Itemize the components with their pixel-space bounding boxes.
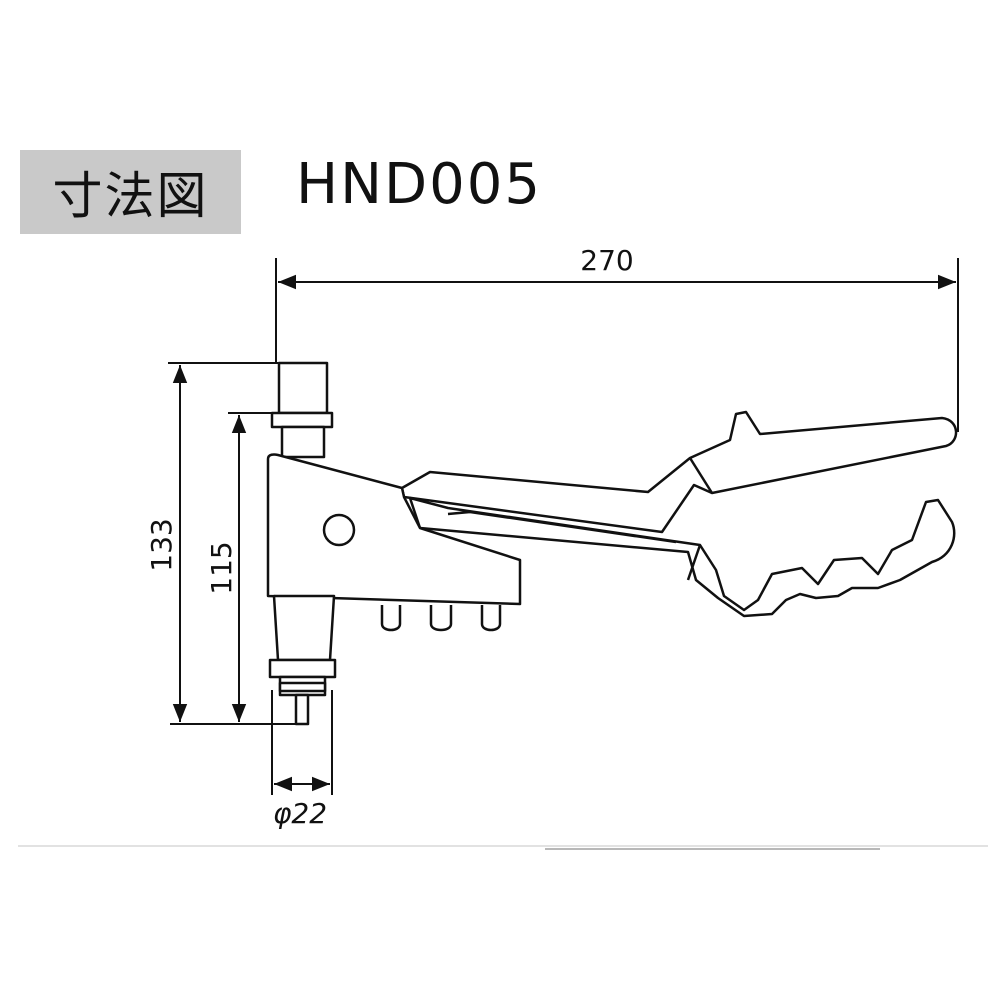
bottom-collar (268, 658, 337, 679)
inner-link (447, 510, 677, 544)
lower-handle (408, 496, 956, 618)
lower-handle-grip-line (686, 544, 702, 581)
model-number: HND005 (296, 152, 543, 217)
lower-body (272, 594, 336, 662)
upper-handle-grip-line (688, 457, 714, 494)
upper-handle (400, 410, 958, 534)
mandrel (294, 693, 310, 726)
dim-text-133: 133 (145, 518, 178, 571)
pivot-pin (322, 513, 356, 547)
dim-text-270: 270 (580, 244, 633, 277)
spare-nozzle-3 (480, 605, 502, 632)
dim-text-115: 115 (205, 541, 238, 594)
nosepiece-neck (280, 425, 326, 459)
spare-nozzle-1 (380, 605, 402, 632)
nosepiece-collar (270, 411, 334, 429)
spare-nozzle-2 (429, 605, 453, 632)
section-label-box: 寸法図 (20, 150, 241, 234)
bottom-plate (278, 681, 327, 693)
dim-text-dia: φ22 (273, 797, 327, 830)
nosepiece-top (277, 361, 329, 415)
section-label: 寸法図 (52, 167, 209, 225)
head-body (266, 453, 522, 606)
